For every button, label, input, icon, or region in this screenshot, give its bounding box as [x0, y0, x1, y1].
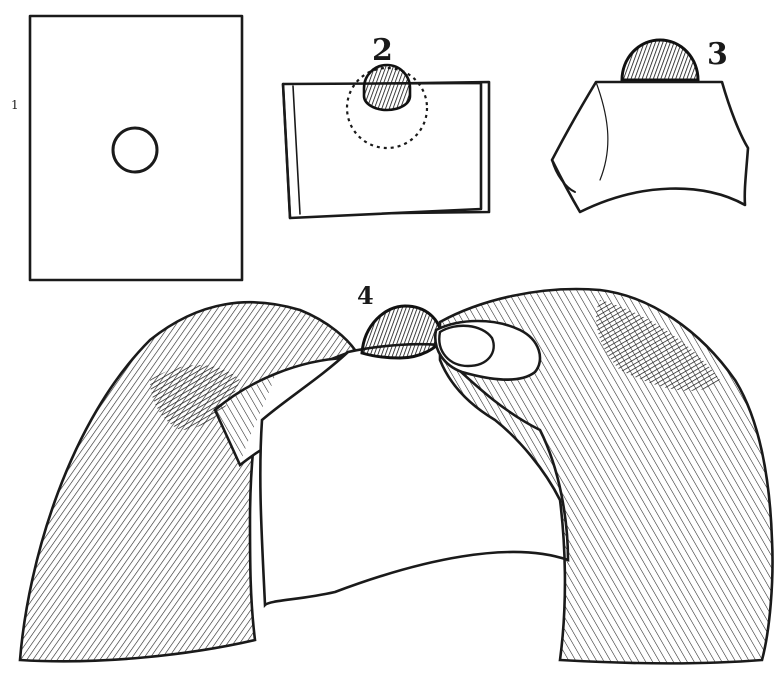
panel-4-hands-with-coin: [20, 289, 773, 663]
panel-label-4: 4: [357, 284, 374, 308]
paper-sheet-3: [552, 82, 748, 212]
panel-2-folded-sheet: [283, 65, 489, 218]
paper-sheet-1: [30, 16, 242, 280]
coin-2: [364, 65, 410, 110]
coin-4: [362, 306, 442, 358]
panel-1-sheet-with-hole: [30, 16, 242, 280]
panel-label-2: 2: [372, 36, 393, 66]
coin-3: [622, 40, 698, 80]
panel-label-3: 3: [707, 40, 728, 70]
panel-label-1: 1: [11, 99, 19, 111]
